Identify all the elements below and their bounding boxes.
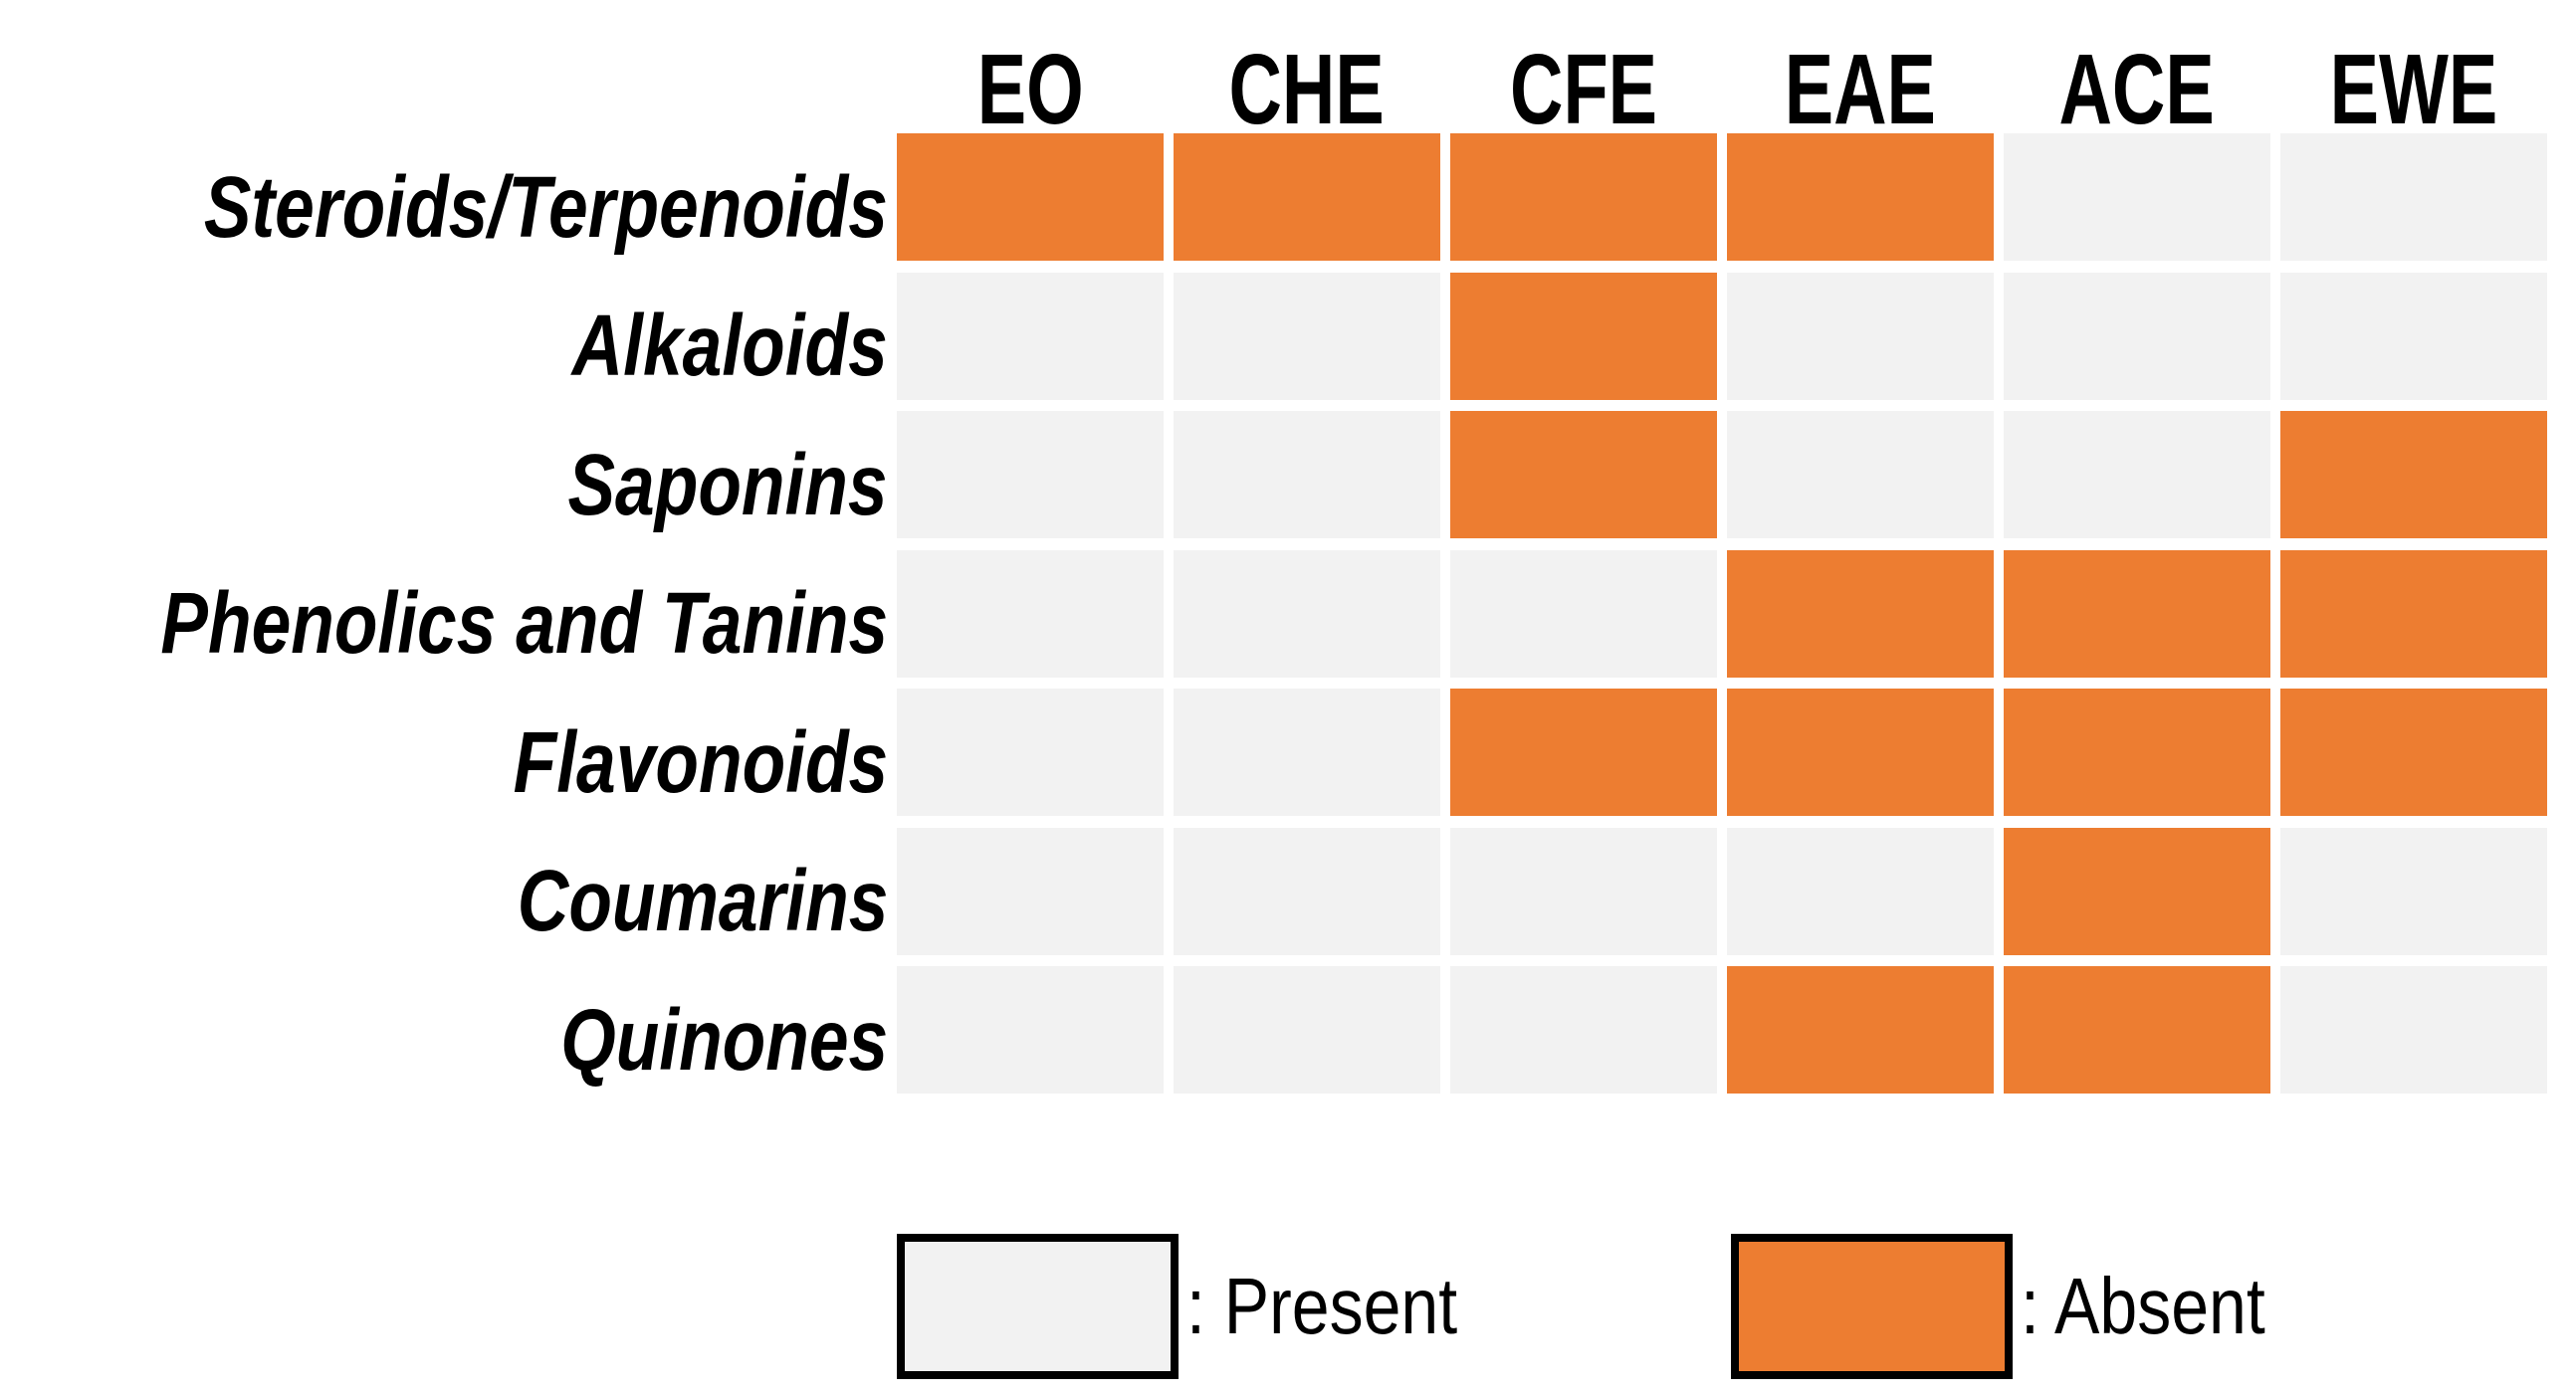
column-header-che: CHE — [1174, 0, 1440, 139]
row-label-quinones: Quinones — [0, 966, 892, 1094]
legend-item-absent: : Absent — [1731, 1234, 2308, 1379]
row-label-alkaloids: Alkaloids — [0, 273, 892, 400]
cell-phenolics-and-tanins-ewe-absent — [2280, 549, 2547, 678]
cell-quinones-che-present — [1174, 966, 1440, 1094]
cell-saponins-eae-present — [1727, 411, 1994, 538]
row-label-phenolics-and-tanins: Phenolics and Tanins — [0, 550, 892, 678]
cell-alkaloids-cfe-absent — [1450, 272, 1717, 400]
cell-flavonoids-cfe-absent — [1450, 689, 1717, 816]
column-header-text: EO — [976, 34, 1084, 145]
cell-saponins-che-present — [1174, 411, 1440, 538]
cell-quinones-ewe-present — [2280, 966, 2547, 1094]
legend-label-present: : Present — [1186, 1262, 1458, 1350]
column-header-cfe: CFE — [1450, 0, 1717, 139]
column-header-eae: EAE — [1727, 0, 1994, 139]
cell-quinones-ace-absent — [2004, 966, 2270, 1094]
row-label-text: Saponins — [567, 436, 888, 533]
cell-phenolics-and-tanins-eae-absent — [1727, 549, 1994, 678]
cell-coumarins-che-present — [1174, 827, 1440, 955]
column-header-text: EWE — [2329, 34, 2498, 145]
cell-steroids-terpenoids-ewe-present — [2280, 133, 2547, 261]
cell-quinones-eae-absent — [1727, 966, 1994, 1094]
row-label-saponins: Saponins — [0, 411, 892, 538]
row-label-text: Steroids/Terpenoids — [203, 158, 888, 256]
legend-swatch-absent — [1731, 1234, 2013, 1379]
column-header-text: ACE — [2058, 34, 2216, 145]
column-header-ace: ACE — [2004, 0, 2270, 139]
column-header-text: CHE — [1228, 34, 1386, 145]
row-label-text: Phenolics and Tanins — [160, 575, 888, 672]
cell-flavonoids-eo-present — [897, 689, 1164, 816]
row-label-text: Coumarins — [517, 853, 888, 949]
column-header-eo: EO — [897, 0, 1164, 139]
legend-label-absent: : Absent — [2021, 1262, 2265, 1350]
legend-swatch-present — [897, 1234, 1179, 1379]
legend-item-present: : Present — [897, 1234, 1505, 1379]
matrix-grid — [897, 133, 2547, 1094]
cell-coumarins-eae-present — [1727, 827, 1994, 955]
cell-saponins-ewe-absent — [2280, 411, 2547, 538]
cell-alkaloids-che-present — [1174, 272, 1440, 400]
cell-phenolics-and-tanins-che-present — [1174, 549, 1440, 678]
row-label-coumarins: Coumarins — [0, 828, 892, 955]
cell-flavonoids-ewe-absent — [2280, 689, 2547, 816]
cell-coumarins-ewe-present — [2280, 827, 2547, 955]
cell-saponins-eo-present — [897, 411, 1164, 538]
cell-steroids-terpenoids-ace-present — [2004, 133, 2270, 261]
cell-quinones-eo-present — [897, 966, 1164, 1094]
cell-coumarins-eo-present — [897, 827, 1164, 955]
cell-quinones-cfe-present — [1450, 966, 1717, 1094]
cell-coumarins-cfe-present — [1450, 827, 1717, 955]
row-label-text: Flavonoids — [513, 713, 888, 811]
cell-flavonoids-ace-absent — [2004, 689, 2270, 816]
column-header-text: EAE — [1784, 34, 1937, 145]
row-label-text: Quinones — [560, 991, 888, 1089]
row-label-steroids-terpenoids: Steroids/Terpenoids — [0, 133, 892, 261]
cell-phenolics-and-tanins-cfe-present — [1450, 549, 1717, 678]
cell-steroids-terpenoids-eo-absent — [897, 133, 1164, 261]
column-header-text: CFE — [1510, 34, 1657, 145]
legend: : Present : Absent — [0, 1234, 2576, 1379]
cell-alkaloids-ewe-present — [2280, 272, 2547, 400]
cell-saponins-ace-present — [2004, 411, 2270, 538]
cell-alkaloids-eo-present — [897, 272, 1164, 400]
cell-alkaloids-ace-present — [2004, 272, 2270, 400]
cell-saponins-cfe-absent — [1450, 411, 1717, 538]
cell-steroids-terpenoids-cfe-absent — [1450, 133, 1717, 261]
cell-alkaloids-eae-present — [1727, 272, 1994, 400]
cell-phenolics-and-tanins-ace-absent — [2004, 549, 2270, 678]
cell-flavonoids-eae-absent — [1727, 689, 1994, 816]
cell-coumarins-ace-absent — [2004, 827, 2270, 955]
row-label-flavonoids: Flavonoids — [0, 689, 892, 816]
row-label-text: Alkaloids — [571, 298, 888, 394]
cell-phenolics-and-tanins-eo-present — [897, 549, 1164, 678]
cell-steroids-terpenoids-eae-absent — [1727, 133, 1994, 261]
column-header-ewe: EWE — [2280, 0, 2547, 139]
cell-flavonoids-che-present — [1174, 689, 1440, 816]
cell-steroids-terpenoids-che-absent — [1174, 133, 1440, 261]
